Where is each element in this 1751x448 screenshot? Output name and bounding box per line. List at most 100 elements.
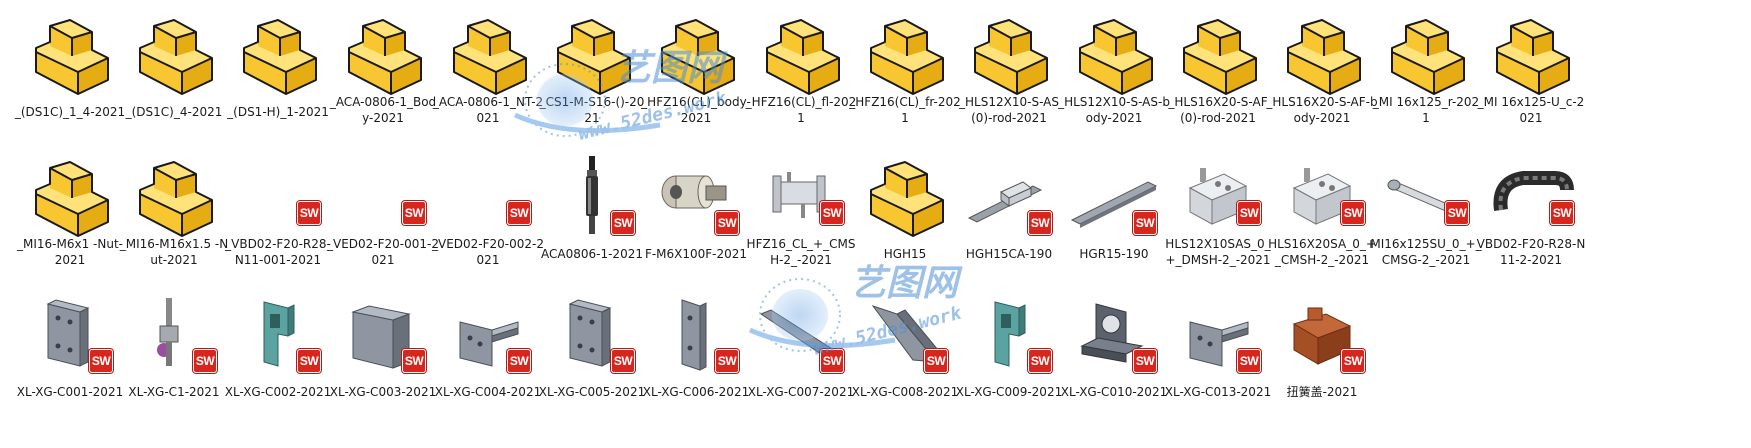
solidworks-badge-icon: SW <box>90 350 112 372</box>
solidworks-badge-icon: SW <box>298 350 320 372</box>
file-name-label: _HFZ16(CL)_body-2021 <box>641 95 751 125</box>
file-name-label: _(DS1C)_1_4-2021 <box>14 105 126 119</box>
folder-icon <box>22 6 118 102</box>
file-item[interactable]: SW ACA0806-1-2021 <box>536 148 648 268</box>
file-item[interactable]: SW XL-XG-C007-2021 <box>745 286 857 406</box>
solidworks-badge-icon: SW <box>1238 350 1260 372</box>
folder-icon <box>1170 6 1266 95</box>
file-name-label: _MI16-M16x1.5 -Nut-2021 <box>119 237 229 267</box>
file-item[interactable]: SW XL-XG-C003-2021 <box>327 286 439 406</box>
solidworks-badge-icon: SW <box>1238 202 1260 224</box>
file-item[interactable]: SW XL-XG-C008-2021 <box>849 286 961 406</box>
folder-icon <box>126 6 222 102</box>
file-item[interactable]: SW HGR15-190 <box>1058 148 1170 268</box>
file-item[interactable]: SW_VED02-F20-001-2021 <box>327 148 439 268</box>
solidworks-badge-icon: SW <box>1551 202 1573 224</box>
file-item[interactable]: _MI 16x125_r-2021 <box>1370 6 1482 126</box>
file-item[interactable]: _(DS1C)_4-2021 <box>118 6 230 126</box>
solidworks-badge-icon: SW <box>508 202 530 224</box>
file-item[interactable]: _HFZ16(CL)_fl-2021 <box>745 6 857 126</box>
plate-icon: SW <box>544 286 640 382</box>
file-name-label: XL-XG-C1-2021 <box>128 385 220 399</box>
file-name-label: _HLS16X20-S-AF-body-2021 <box>1266 95 1378 125</box>
file-item[interactable]: _HLS16X20-S-AF-body-2021 <box>1266 6 1378 126</box>
file-item[interactable]: _MI16-M6x1 -Nut-2021 <box>14 148 126 268</box>
file-name-label: HGH15 <box>883 247 927 261</box>
folder-icon <box>857 6 953 95</box>
folder-icon <box>1066 6 1162 95</box>
file-name-label: _HLS12X10-S-AS-body-2021 <box>1058 95 1170 125</box>
spring-cover-icon: SW <box>1274 286 1370 382</box>
file-item[interactable]: _HLS16X20-S-AF(0)-rod-2021 <box>1162 6 1274 126</box>
folder-icon <box>230 6 326 102</box>
file-name-label: XL-XG-C004-2021 <box>434 385 542 399</box>
pneumatic-cylinder-icon: SW <box>1378 148 1474 234</box>
folder-icon <box>335 6 431 95</box>
file-item[interactable]: SW XL-XG-C005-2021 <box>536 286 648 406</box>
file-item[interactable]: _(DS1C)_1_4-2021 <box>14 6 126 126</box>
file-name-label: _(DS1-H)_1-2021 <box>227 105 329 119</box>
solidworks-badge-icon: SW <box>716 212 738 234</box>
blank-part-icon: SW <box>230 148 326 234</box>
folder-icon <box>1274 6 1370 95</box>
file-name-label: HGR15-190 <box>1079 247 1149 261</box>
slim-plate-icon: SW <box>648 286 744 382</box>
solidworks-badge-icon: SW <box>612 350 634 372</box>
file-item[interactable]: SW 扭簧盖-2021 <box>1266 286 1378 406</box>
file-item[interactable]: _ACA-0806-1_Body-2021 <box>327 6 439 126</box>
file-name-label: XL-XG-C005-2021 <box>538 385 646 399</box>
file-name-label: _MI16-M6x1 -Nut-2021 <box>17 237 123 267</box>
file-item[interactable]: _HFZ16(CL)_fr-2021 <box>849 6 961 126</box>
file-name-label: XL-XG-C003-2021 <box>329 385 437 399</box>
solidworks-badge-icon: SW <box>612 212 634 234</box>
solidworks-badge-icon: SW <box>1134 350 1156 372</box>
solidworks-badge-icon: SW <box>298 202 320 224</box>
file-item[interactable]: _HLS12X10-S-AS-body-2021 <box>1058 6 1170 126</box>
file-name-label: _ACA-0806-1_Body-2021 <box>329 95 437 125</box>
file-item[interactable]: _MI16-M16x1.5 -Nut-2021 <box>118 148 230 268</box>
file-name-label: 扭簧盖-2021 <box>1286 385 1358 399</box>
file-name-label: _(DS1C)_4-2021 <box>125 105 223 119</box>
file-item[interactable]: _MI 16x125-U_c-2021 <box>1475 6 1587 126</box>
file-item[interactable]: SW HLS16X20SA_0_+_CMSH-2_-2021 <box>1266 148 1378 268</box>
file-item[interactable]: SW _VED02-F20-002-2021 <box>432 148 544 268</box>
folder-icon <box>1483 6 1579 95</box>
bearing-bracket-icon: SW <box>1066 286 1162 382</box>
file-name-label: ACA0806-1-2021 <box>541 247 643 261</box>
file-name-label: _VBD02-F20-R28-N11-001-2021 <box>225 237 331 267</box>
file-name-label: XL-XG-C008-2021 <box>851 385 959 399</box>
rail-icon: SW <box>1066 148 1162 244</box>
file-name-label: _VED02-F20-002-2021 <box>432 237 545 267</box>
l-bracket-icon: SW <box>440 286 536 382</box>
file-name-label: _ACA-0806-1_NT-2021 <box>432 95 544 125</box>
solidworks-badge-icon: SW <box>1342 202 1364 224</box>
file-item[interactable]: SW XL-XG-C004-2021 <box>432 286 544 406</box>
file-item[interactable]: _HFZ16(CL)_body-2021 <box>640 6 752 126</box>
file-name-label: _MI 16x125_r-2021 <box>1372 95 1480 125</box>
file-item[interactable]: _(DS1-H)_1-2021 <box>222 6 334 126</box>
file-item[interactable]: _CS1-M-S16-()-2021 <box>536 6 648 126</box>
file-name-label: HLS16X20SA_0_+_CMSH-2_-2021 <box>1268 237 1376 267</box>
file-item[interactable]: HGH15 <box>849 148 961 268</box>
wedge-icon: SW <box>857 286 953 382</box>
file-item[interactable]: _ACA-0806-1_NT-2021 <box>432 6 544 126</box>
solidworks-badge-icon: SW <box>821 350 843 372</box>
file-item[interactable]: SW _VBD02-F20-R28-N11-001-2021 <box>222 148 334 268</box>
block-icon: SW <box>335 286 431 382</box>
file-name-label: XL-XG-C007-2021 <box>747 385 855 399</box>
file-item[interactable]: _HLS12X10-S-AS(0)-rod-2021 <box>953 6 1065 126</box>
